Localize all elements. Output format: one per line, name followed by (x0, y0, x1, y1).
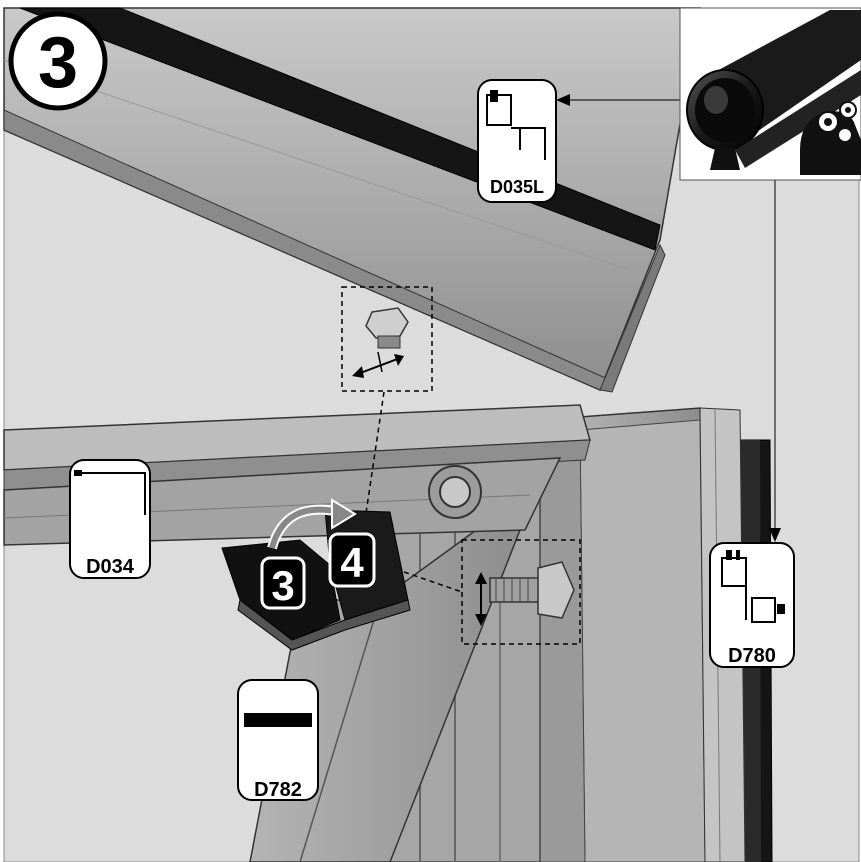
leader-line-bottom (403, 571, 463, 593)
part-code-D780: D780 (728, 645, 776, 667)
adjust-arrow-icon (352, 351, 404, 378)
manual-page-left-box (260, 556, 306, 610)
callout-D782: D782 (237, 679, 319, 801)
step-badge-icon: 3 (8, 11, 108, 111)
part-code-D034: D034 (86, 556, 135, 578)
callout-D034: D034 (69, 459, 151, 579)
post-bolt (489, 561, 575, 619)
beam-fastener (365, 307, 409, 349)
manual-step-from: 3 (271, 562, 294, 609)
gasket-seal-icon (686, 10, 861, 170)
callout-D035L: D035L (477, 79, 557, 203)
part-code-D035L: D035L (490, 177, 544, 197)
detail-box-bottom (461, 539, 581, 645)
detail-box-top (341, 286, 433, 392)
step-number: 3 (38, 23, 78, 103)
gasket-arrow-head-post (769, 528, 781, 542)
thinking-head-gears-icon (800, 101, 861, 175)
part-code-D782: D782 (254, 779, 302, 801)
manual-step-to: 4 (340, 539, 364, 586)
brace-edge (299, 599, 381, 862)
manual-page-right-box (328, 532, 376, 588)
gasket-inset (679, 7, 861, 181)
gasket-arrow-head-top (556, 94, 570, 106)
leader-line-top (361, 391, 385, 541)
manual-book-icon: 3 4 (221, 498, 411, 651)
vertical-adjust-arrow-icon (475, 572, 487, 626)
callout-D780: D780 (709, 542, 795, 668)
